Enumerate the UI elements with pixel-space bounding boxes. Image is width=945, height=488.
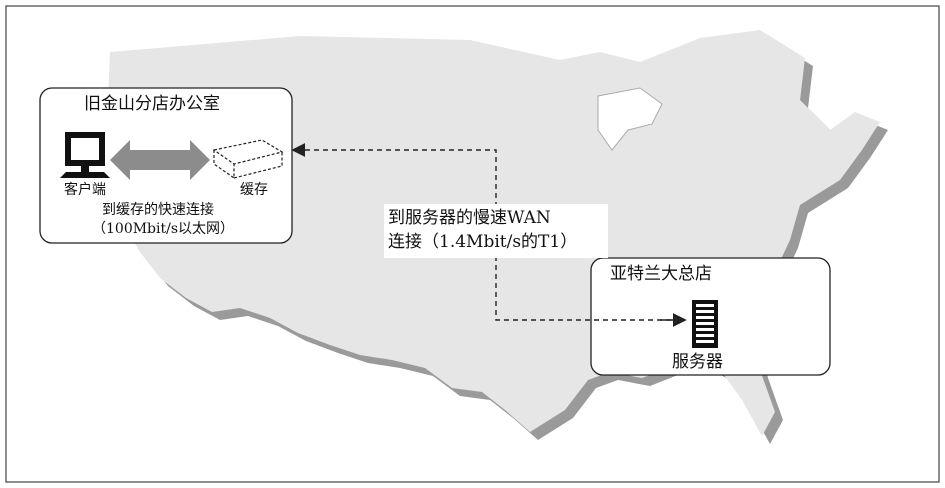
figure-frame xyxy=(5,5,940,483)
cache-device-icon xyxy=(212,139,284,180)
wan-label-1: 到服务器的慢速WAN xyxy=(388,208,551,228)
server-icon xyxy=(692,300,718,348)
cache-label: 缓存 xyxy=(240,182,268,198)
computer-icon xyxy=(60,132,110,178)
fast-link-arrow xyxy=(110,140,210,180)
sf-office-title: 旧金山分店办公室 xyxy=(84,94,220,114)
atlanta-hq-title: 亚特兰大总店 xyxy=(610,264,712,284)
fast-link-label-2: （100Mbit/s以太网） xyxy=(92,221,235,237)
fast-link-label-1: 到缓存的快速连接 xyxy=(102,202,214,218)
wan-label-bg xyxy=(384,204,608,258)
wan-link xyxy=(291,143,680,321)
server-label: 服务器 xyxy=(672,352,723,372)
client-label: 客户端 xyxy=(64,182,106,198)
great-lakes xyxy=(597,87,663,151)
wan-label-2: 连接（1.4Mbit/s的T1） xyxy=(388,232,578,252)
